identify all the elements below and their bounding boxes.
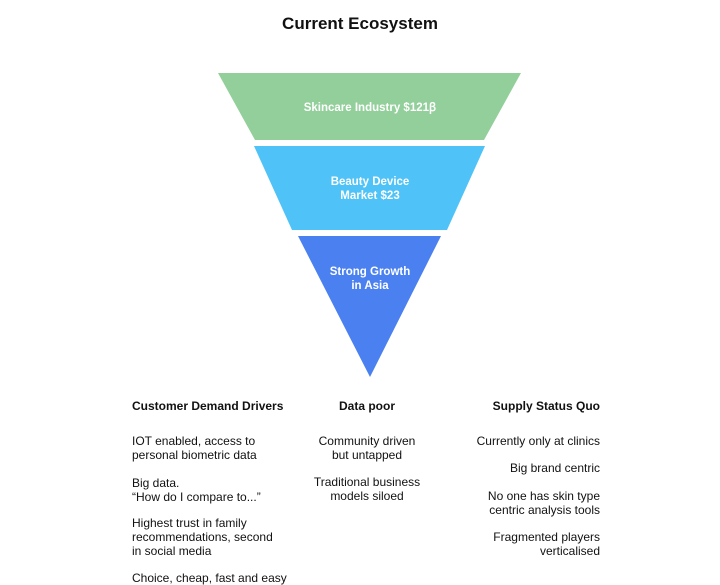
- supply-status-item: Currently only at clinics: [476, 434, 600, 448]
- supply-status-item: Big brand centric: [509, 461, 600, 475]
- funnel-tier-2-label: Beauty Device Market $23: [330, 176, 410, 202]
- data-poor-heading: Data poor: [338, 399, 395, 413]
- supply-status-item: Fragmented players verticalised: [493, 530, 600, 558]
- funnel-tier-1-label: Skincare Industry $121ꞵ: [303, 102, 437, 114]
- data-poor-item: Traditional business models siloed: [313, 475, 421, 503]
- funnel-tier-3-label: Strong Growth in Asia: [329, 266, 411, 292]
- supply-status-item: No one has skin type centric analysis to…: [487, 489, 600, 517]
- funnel-tier-skincare-industry: [218, 73, 521, 140]
- demand-driver-item: Big data. “How do I compare to...”: [132, 476, 261, 504]
- funnel-tier-beauty-device-market: [254, 146, 485, 230]
- demand-driver-item: Highest trust in family recommendations,…: [132, 516, 273, 558]
- data-poor-item: Community driven but untapped: [318, 434, 416, 462]
- demand-driver-item: Choice, cheap, fast and easy: [132, 571, 287, 585]
- supply-status-quo-heading: Supply Status Quo: [492, 399, 600, 413]
- demand-driver-item: IOT enabled, access to personal biometri…: [132, 434, 257, 462]
- customer-demand-drivers-heading: Customer Demand Drivers: [132, 399, 284, 413]
- funnel-tier-strong-growth: [298, 236, 441, 377]
- page-title: Current Ecosystem: [282, 14, 438, 33]
